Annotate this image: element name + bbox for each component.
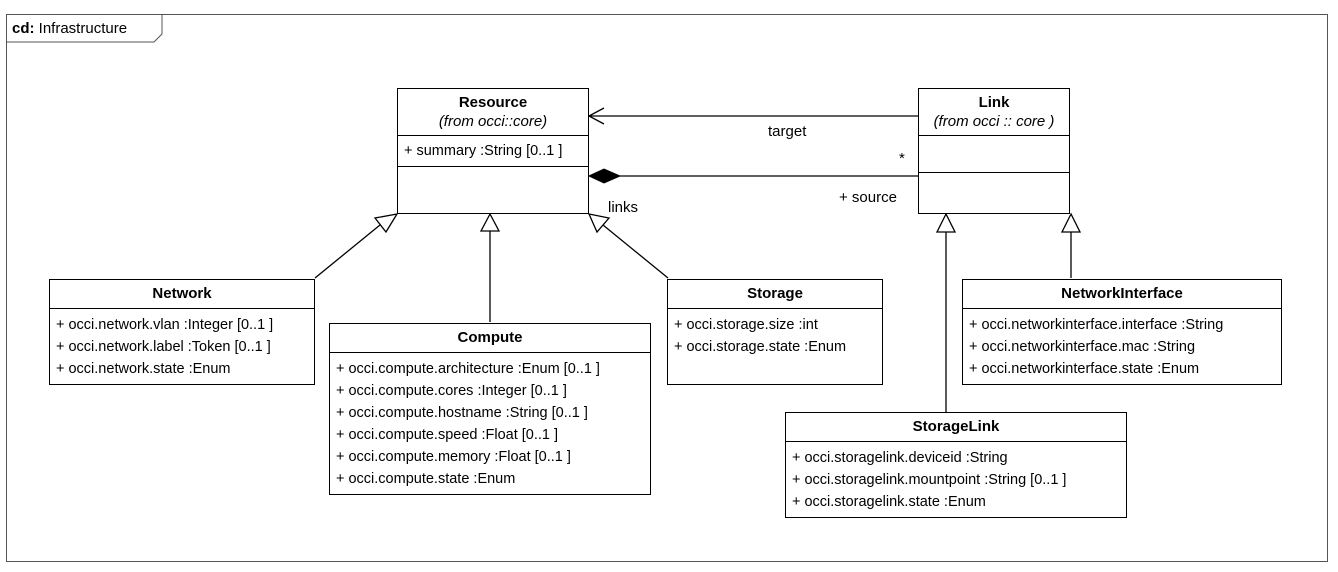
network-generalization-arrowhead [373, 213, 399, 234]
frame-keyword: cd: [12, 20, 35, 37]
storagelink-class-name: StorageLink [912, 418, 1000, 435]
network-attribute-state: + occi.network.state :Enum [56, 361, 231, 377]
link-package: (from occi :: core ) [933, 113, 1055, 130]
compute-attribute-speed: + occi.compute.speed :Float [0..1 ] [336, 427, 559, 443]
networkinterface-class[interactable]: NetworkInterface + occi.networkinterface… [962, 279, 1282, 385]
composition-diamond [587, 168, 622, 184]
storagelink-class[interactable]: StorageLink + occi.storagelink.deviceid … [785, 412, 1127, 518]
compute-attribute-state: + occi.compute.state :Enum [336, 471, 516, 487]
networkinterface-separator [963, 308, 1281, 309]
storage-separator [668, 308, 882, 309]
link-class[interactable]: Link (from occi :: core ) [918, 88, 1070, 214]
compute-class[interactable]: Compute + occi.compute.architecture :Enu… [329, 323, 651, 495]
network-attribute-vlan: + occi.network.vlan :Integer [0..1 ] [56, 317, 274, 333]
storage-class-name: Storage [747, 285, 803, 302]
compute-separator [330, 352, 650, 353]
networkinterface-generalization-arrowhead [1060, 212, 1082, 233]
networkinterface-attribute-mac: + occi.networkinterface.mac :String [969, 339, 1196, 355]
storagelink-attribute-mountpoint: + occi.storagelink.mountpoint :String [0… [792, 472, 1067, 488]
network-separator [50, 308, 314, 309]
compute-generalization-arrowhead [479, 212, 501, 232]
target-role-label: target [768, 123, 807, 140]
resource-separator [398, 135, 588, 136]
storagelink-attribute-deviceid: + occi.storagelink.deviceid :String [792, 450, 1008, 466]
diagram-frame [6, 14, 1328, 562]
link-class-name: Link [978, 94, 1010, 111]
resource-operations-separator [398, 166, 588, 167]
target-multiplicity-label: * [899, 150, 905, 167]
resource-class-name: Resource [458, 94, 528, 111]
compute-attribute-cores: + occi.compute.cores :Integer [0..1 ] [336, 383, 567, 399]
links-role-label: links [608, 199, 639, 216]
networkinterface-attribute-state: + occi.networkinterface.state :Enum [969, 361, 1200, 377]
resource-package: (from occi::core) [438, 113, 548, 130]
storage-class[interactable]: Storage + occi.storage.size :int + occi.… [667, 279, 883, 385]
compute-class-name: Compute [457, 329, 523, 346]
network-attribute-label: + occi.network.label :Token [0..1 ] [56, 339, 271, 355]
target-arrowhead [587, 107, 605, 125]
network-class-name: Network [152, 285, 212, 302]
link-operations-separator [919, 172, 1069, 173]
source-role-label: + source [839, 189, 897, 206]
compute-attribute-hostname: + occi.compute.hostname :String [0..1 ] [336, 405, 588, 421]
storagelink-separator [786, 441, 1126, 442]
storage-generalization-arrowhead [587, 213, 611, 234]
storagelink-attribute-state: + occi.storagelink.state :Enum [792, 494, 986, 510]
networkinterface-class-name: NetworkInterface [1061, 285, 1183, 302]
networkinterface-attribute-interface: + occi.networkinterface.interface :Strin… [969, 317, 1224, 333]
storage-attribute-state: + occi.storage.state :Enum [674, 339, 847, 355]
storage-generalization-line [602, 224, 669, 279]
network-generalization-line [314, 224, 381, 279]
storage-attribute-size: + occi.storage.size :int [674, 317, 818, 333]
frame-title: cd: Infrastructure [12, 20, 127, 37]
compute-attribute-architecture: + occi.compute.architecture :Enum [0..1 … [336, 361, 600, 377]
storagelink-generalization-arrowhead [935, 212, 957, 233]
network-class[interactable]: Network + occi.network.vlan :Integer [0.… [49, 279, 315, 385]
resource-class[interactable]: Resource (from occi::core) + summary :St… [397, 88, 589, 214]
resource-attribute: + summary :String [0..1 ] [404, 143, 563, 159]
link-separator [919, 135, 1069, 136]
frame-name: Infrastructure [38, 20, 128, 37]
compute-attribute-memory: + occi.compute.memory :Float [0..1 ] [336, 449, 571, 465]
